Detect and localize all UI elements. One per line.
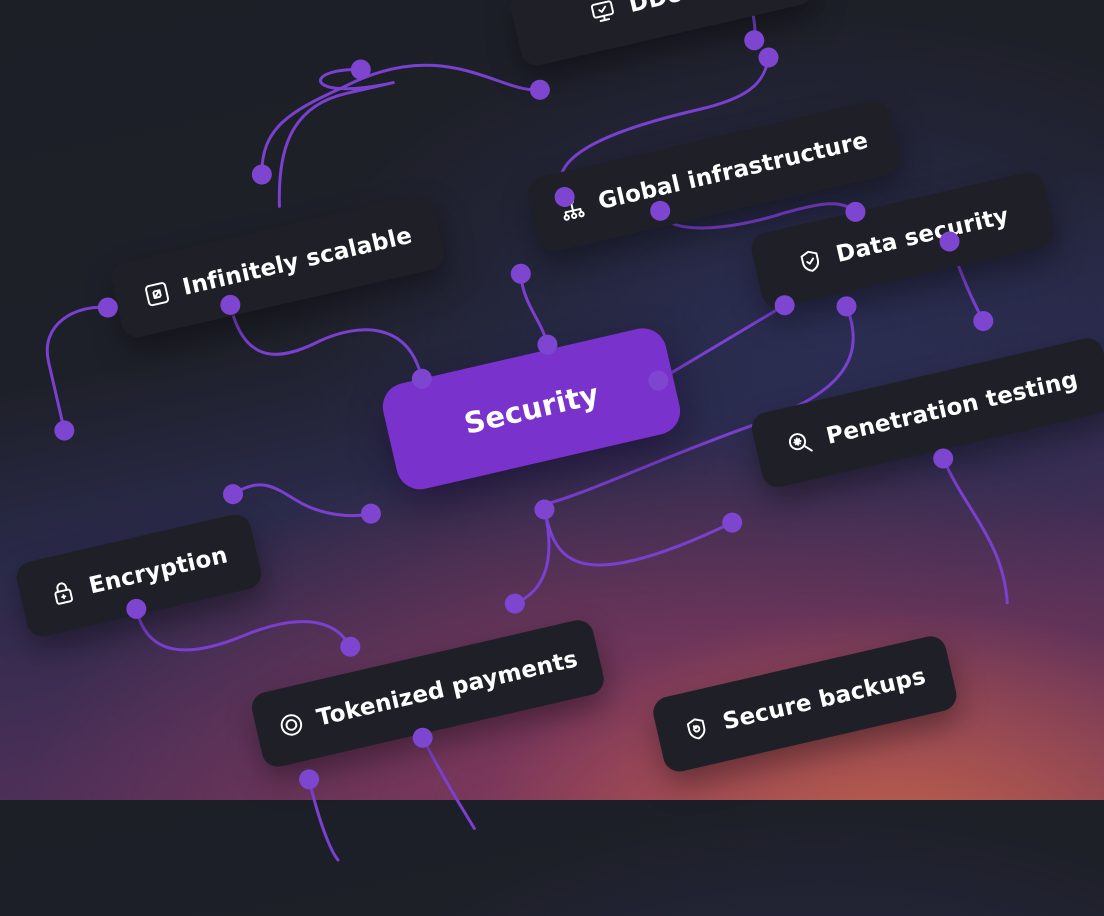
connector-dot	[126, 598, 147, 619]
shield-restore-icon	[681, 713, 712, 744]
node-secure-backups[interactable]: Secure backups	[650, 633, 960, 775]
shield-check-icon	[795, 246, 826, 277]
monitor-check-icon	[587, 0, 618, 27]
connector-dot	[845, 201, 866, 222]
connector-dot	[537, 334, 558, 355]
connector-dot	[774, 295, 795, 316]
connector-dot	[836, 296, 857, 317]
node-tokenized-payments[interactable]: Tokenized payments	[248, 617, 607, 770]
connector-dot	[933, 448, 954, 469]
connector-dot	[223, 484, 244, 505]
node-ddos-protection[interactable]: DDoS pr	[507, 0, 818, 69]
connector-dot	[350, 59, 371, 80]
node-infinitely-scalable[interactable]: Infinitely scalable	[108, 192, 448, 341]
search-bug-icon	[785, 428, 816, 459]
connector-dot	[510, 263, 531, 284]
connector-dot	[299, 769, 320, 790]
connector-dot	[340, 636, 361, 657]
lock-icon	[47, 577, 78, 608]
connector-dot	[939, 231, 960, 252]
connector-dot	[504, 593, 525, 614]
connector-dot	[411, 368, 432, 389]
connector-dot	[360, 503, 381, 524]
connector-dot	[648, 370, 669, 391]
node-data-security[interactable]: Data security	[748, 169, 1058, 311]
connector-dot	[54, 420, 75, 441]
connector-dot	[650, 200, 671, 221]
connector-dot	[97, 297, 118, 318]
connector-dot	[744, 30, 765, 51]
expand-arrows-icon	[141, 279, 172, 310]
connector-dot	[554, 186, 575, 207]
connector-dot	[722, 512, 743, 533]
token-circle-icon	[275, 709, 306, 740]
connector-dot	[529, 79, 550, 100]
connector-dot	[220, 294, 241, 315]
node-encryption[interactable]: Encryption	[13, 511, 265, 640]
connector-dot	[973, 310, 994, 331]
connector-dot	[534, 499, 555, 520]
node-penetration-testing[interactable]: Penetration testing	[748, 335, 1104, 491]
connector-dot	[251, 164, 272, 185]
connector-dot	[758, 47, 779, 68]
connector-dot	[412, 727, 433, 748]
